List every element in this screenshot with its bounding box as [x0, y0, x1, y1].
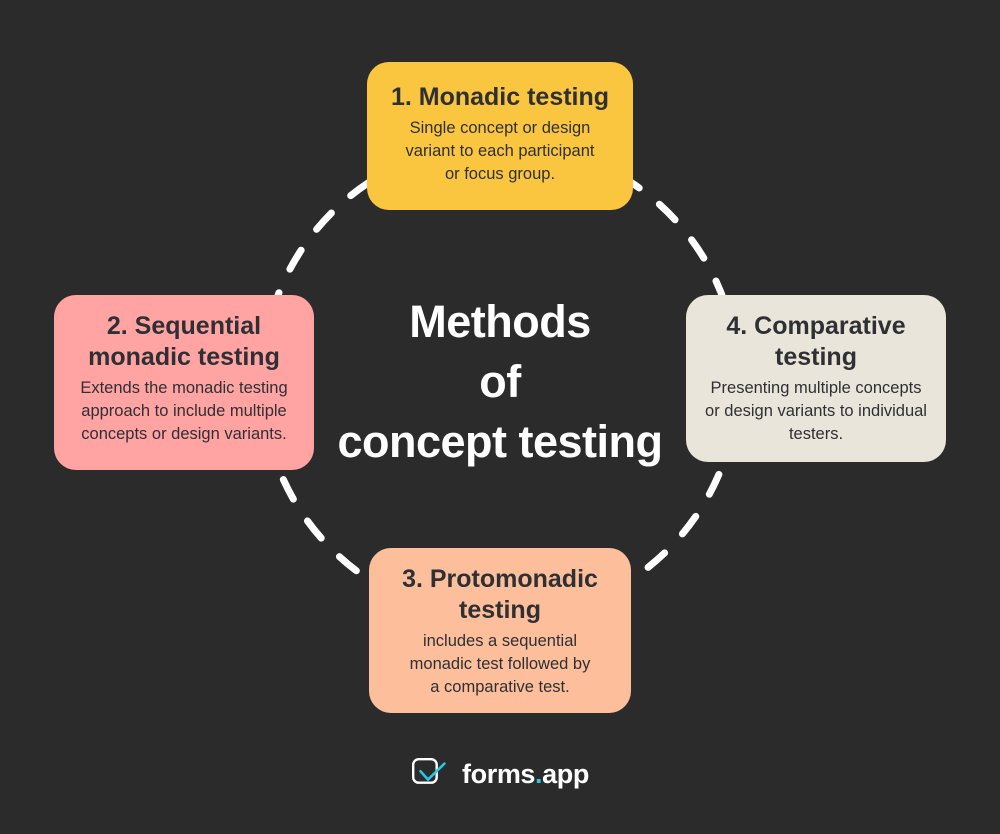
card-sequential-desc-line-3: concepts or design variants. — [81, 425, 287, 443]
card-comparative-desc-line-1: Presenting multiple concepts — [710, 379, 922, 397]
card-protomonadic-desc-line-1: includes a sequential — [422, 632, 578, 650]
card-comparative-description: Presenting multiple concepts or design v… — [700, 377, 932, 446]
logo-word-forms: forms — [462, 759, 536, 789]
card-protomonadic-desc-line-2: monadic test followed by — [409, 655, 591, 673]
card-comparative-desc-line-3: testers. — [788, 425, 844, 443]
card-monadic-desc-line-2: variant to each participant — [405, 142, 595, 160]
card-monadic-title: 1. Monadic testing — [390, 83, 610, 111]
card-comparative-title-line-1: 4. Comparative — [726, 312, 906, 340]
card-sequential-monadic-testing[interactable]: 2. Sequential monadic testing Extends th… — [54, 295, 314, 470]
forms-app-wordmark: forms.app — [462, 759, 589, 789]
card-monadic-desc-line-3: or focus group. — [444, 165, 556, 183]
forms-app-logo[interactable]: forms.app — [0, 757, 1000, 791]
center-title-line-1: Methods — [409, 296, 591, 347]
card-monadic-description: Single concept or design variant to each… — [381, 117, 619, 186]
forms-app-check-square-icon — [412, 758, 446, 784]
card-comparative-desc-line-2: or design variants to individual — [705, 402, 927, 420]
logo-word-dot: . — [535, 759, 543, 789]
center-title: Methods of concept testing — [330, 292, 670, 472]
card-sequential-title-line-1: 2. Sequential — [106, 312, 262, 340]
card-sequential-title-line-2: monadic testing — [88, 343, 280, 371]
card-monadic-desc-line-1: Single concept or design — [409, 119, 591, 137]
card-monadic-testing[interactable]: 1. Monadic testing Single concept or des… — [367, 62, 633, 210]
card-protomonadic-title-line-2: testing — [459, 596, 541, 624]
center-title-line-3: concept testing — [337, 416, 663, 467]
card-comparative-title-line-2: testing — [775, 343, 857, 371]
card-sequential-description: Extends the monadic testing approach to … — [68, 377, 300, 446]
card-comparative-testing[interactable]: 4. Comparative testing Presenting multip… — [686, 295, 946, 462]
card-protomonadic-title-line-1: 3. Protomonadic — [402, 565, 598, 593]
card-comparative-title: 4. Comparative testing — [700, 311, 932, 373]
card-protomonadic-testing[interactable]: 3. Protomonadic testing includes a seque… — [369, 548, 631, 713]
card-protomonadic-description: includes a sequential monadic test follo… — [383, 630, 617, 699]
card-protomonadic-desc-line-3: a comparative test. — [430, 678, 570, 696]
card-protomonadic-title: 3. Protomonadic testing — [383, 564, 617, 626]
card-sequential-desc-line-2: approach to include multiple — [81, 402, 287, 420]
logo-word-app: app — [542, 759, 589, 789]
card-sequential-desc-line-1: Extends the monadic testing — [80, 379, 288, 397]
center-title-line-2: of — [479, 356, 521, 407]
card-sequential-title: 2. Sequential monadic testing — [68, 311, 300, 373]
